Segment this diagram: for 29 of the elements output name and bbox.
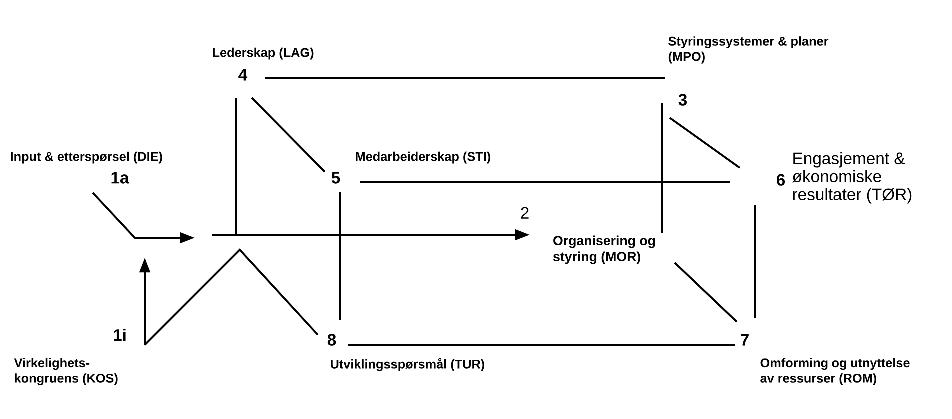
connector-line <box>661 103 663 233</box>
node-caption: Lederskap (LAG) <box>213 48 314 60</box>
node-caption: Omforming og utnyttelse av ressurser (ROM) <box>760 358 910 386</box>
node-caption: Styringssystemer & planer (MPO) <box>668 36 829 64</box>
connector-line <box>339 192 341 320</box>
point-number: 3 <box>678 94 688 106</box>
node-caption: Input & etterspørsel (DIE) <box>11 152 162 164</box>
edge-label: 2 <box>519 206 531 220</box>
connector-line <box>669 117 741 169</box>
point-number: 1i <box>114 328 126 342</box>
connector-line <box>348 344 735 346</box>
connector-line <box>674 262 738 323</box>
point-number: 5 <box>332 172 340 184</box>
node-caption: Engasjement & økonomiske resultater (TØR) <box>792 152 912 204</box>
node-caption: Virkelighets-kongruens (KOS) <box>14 358 118 386</box>
point-number: 4 <box>238 69 248 81</box>
node-caption: Utviklingsspørsmål (TUR) <box>331 358 484 372</box>
node-caption: Medarbeiderskap (STI) <box>356 152 490 164</box>
connector-line <box>754 205 756 318</box>
text-label: Organisering og styring (MOR) <box>553 236 656 264</box>
connector-line <box>251 97 326 173</box>
point-number: 7 <box>741 334 749 346</box>
point-number: 8 <box>328 334 336 346</box>
connector-line <box>235 98 237 235</box>
connector-line <box>265 77 665 79</box>
connector-line <box>360 181 730 183</box>
point-number: 6 <box>776 174 786 186</box>
point-number: 1a <box>112 172 130 184</box>
connector-line <box>144 248 319 346</box>
